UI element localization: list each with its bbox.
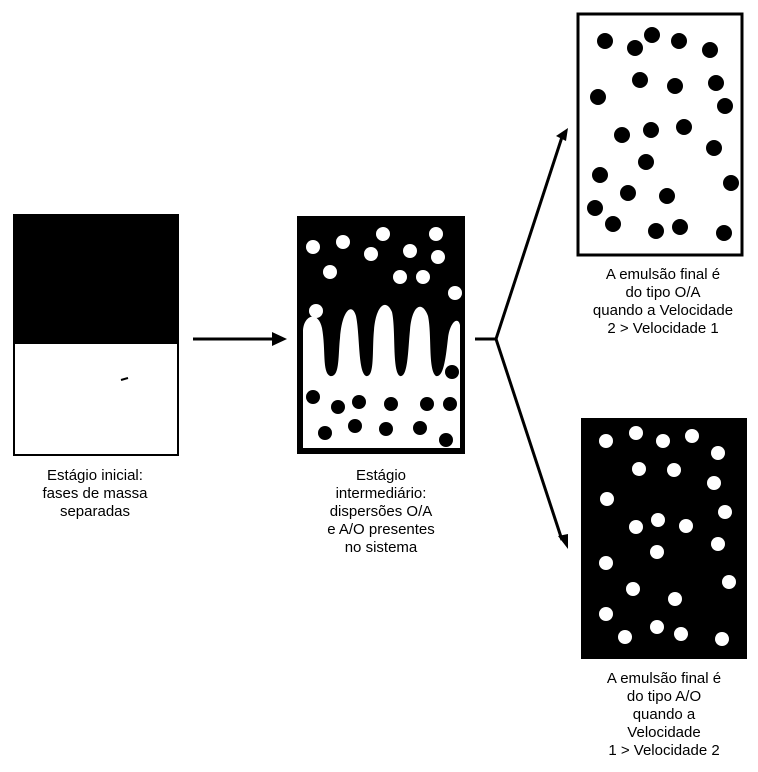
light-phase-bottom xyxy=(13,342,179,456)
caption-line: A emulsão final é xyxy=(606,670,722,687)
arrow-initial-to-intermediate xyxy=(193,332,287,346)
caption-line: Velocidade xyxy=(627,724,701,741)
final-ao-caption: A emulsão final é do tipo A/O quando a V… xyxy=(578,670,750,760)
intermediate-stage-caption: Estágio intermediário: dispersões O/A e … xyxy=(301,467,461,557)
initial-stage-box xyxy=(13,214,179,456)
final-oa-caption: A emulsão final é do tipo O/A quando a V… xyxy=(580,266,746,338)
caption-line: intermediário: xyxy=(335,485,427,502)
caption-line: e A/O presentes xyxy=(327,521,435,538)
oil-droplets-oa xyxy=(587,27,739,241)
caption-line: dispersões O/A xyxy=(329,503,433,520)
oil-droplets xyxy=(306,365,459,447)
final-oa-box xyxy=(576,12,744,257)
caption-line: 2 > Velocidade 1 xyxy=(607,320,719,337)
caption-line: separadas xyxy=(59,503,131,520)
caption-line: Estágio inicial: xyxy=(47,467,143,484)
caption-line: 1 > Velocidade 2 xyxy=(608,742,720,759)
caption-line: Estágio xyxy=(355,467,407,484)
caption-line: do tipo A/O xyxy=(626,688,702,705)
caption-line: fases de massa xyxy=(42,485,148,502)
initial-stage-caption: Estágio inicial: fases de massa separada… xyxy=(20,467,170,521)
water-droplets-ao xyxy=(599,426,736,646)
caption-line: quando a Velocidade xyxy=(592,302,734,319)
intermediate-stage-box xyxy=(297,216,465,454)
final-ao-box xyxy=(581,418,747,659)
speck-mark xyxy=(120,377,129,381)
caption-line: do tipo O/A xyxy=(625,284,701,301)
water-droplets xyxy=(306,227,462,318)
caption-line: no sistema xyxy=(344,539,418,556)
caption-line: quando a xyxy=(632,706,696,723)
caption-line: A emulsão final é xyxy=(605,266,721,283)
dark-phase-top xyxy=(13,214,179,343)
branch-arrows xyxy=(475,128,568,549)
